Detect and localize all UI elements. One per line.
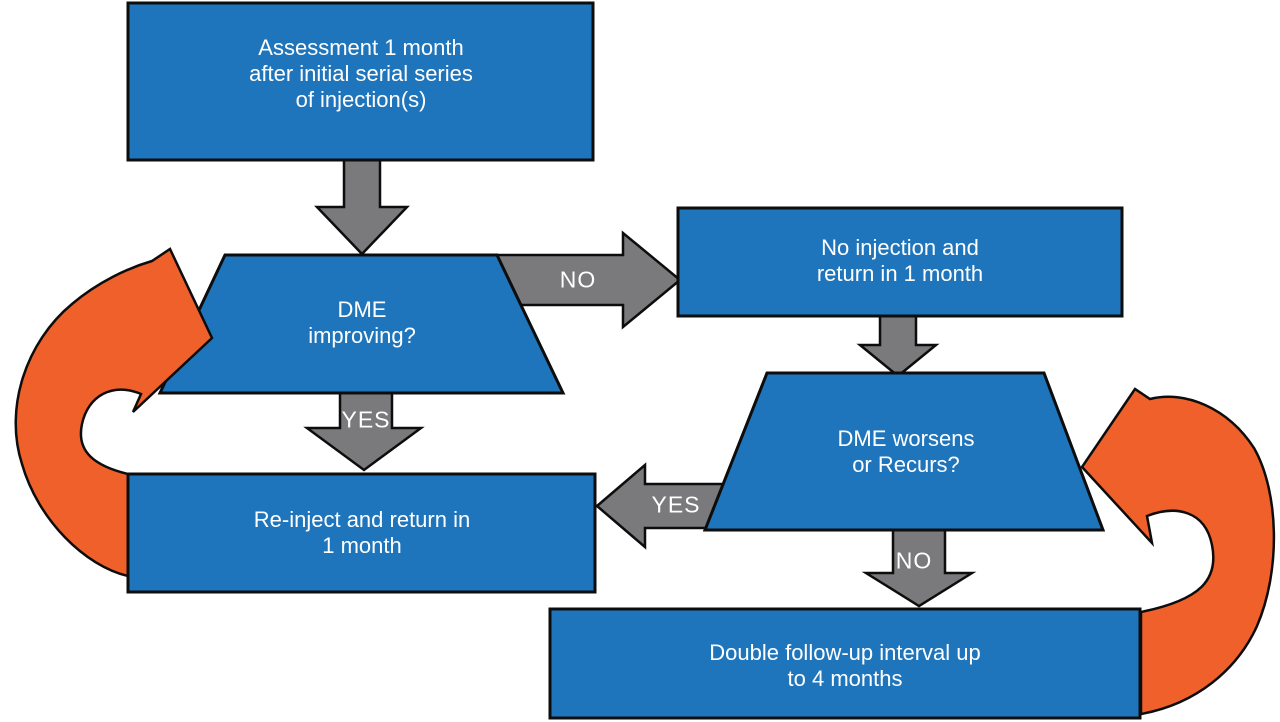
arrow-improving-no-right (494, 230, 682, 330)
arrow-noinjection-to-worsens (856, 308, 940, 378)
reinject-box (126, 472, 597, 594)
dme-worsens-decision (702, 371, 1106, 532)
no-injection-box (676, 206, 1124, 318)
arrow-assessment-to-improving (314, 148, 410, 256)
arrow-improving-yes-down (303, 386, 425, 472)
assessment-box (126, 1, 595, 162)
loop-arrow-right (1080, 387, 1276, 716)
arrow-worsens-no-down (861, 524, 977, 608)
dme-improving-decision (157, 253, 566, 395)
double-interval-box (548, 607, 1142, 720)
loop-arrow-left (14, 247, 214, 578)
arrow-worsens-yes-left (595, 462, 730, 550)
